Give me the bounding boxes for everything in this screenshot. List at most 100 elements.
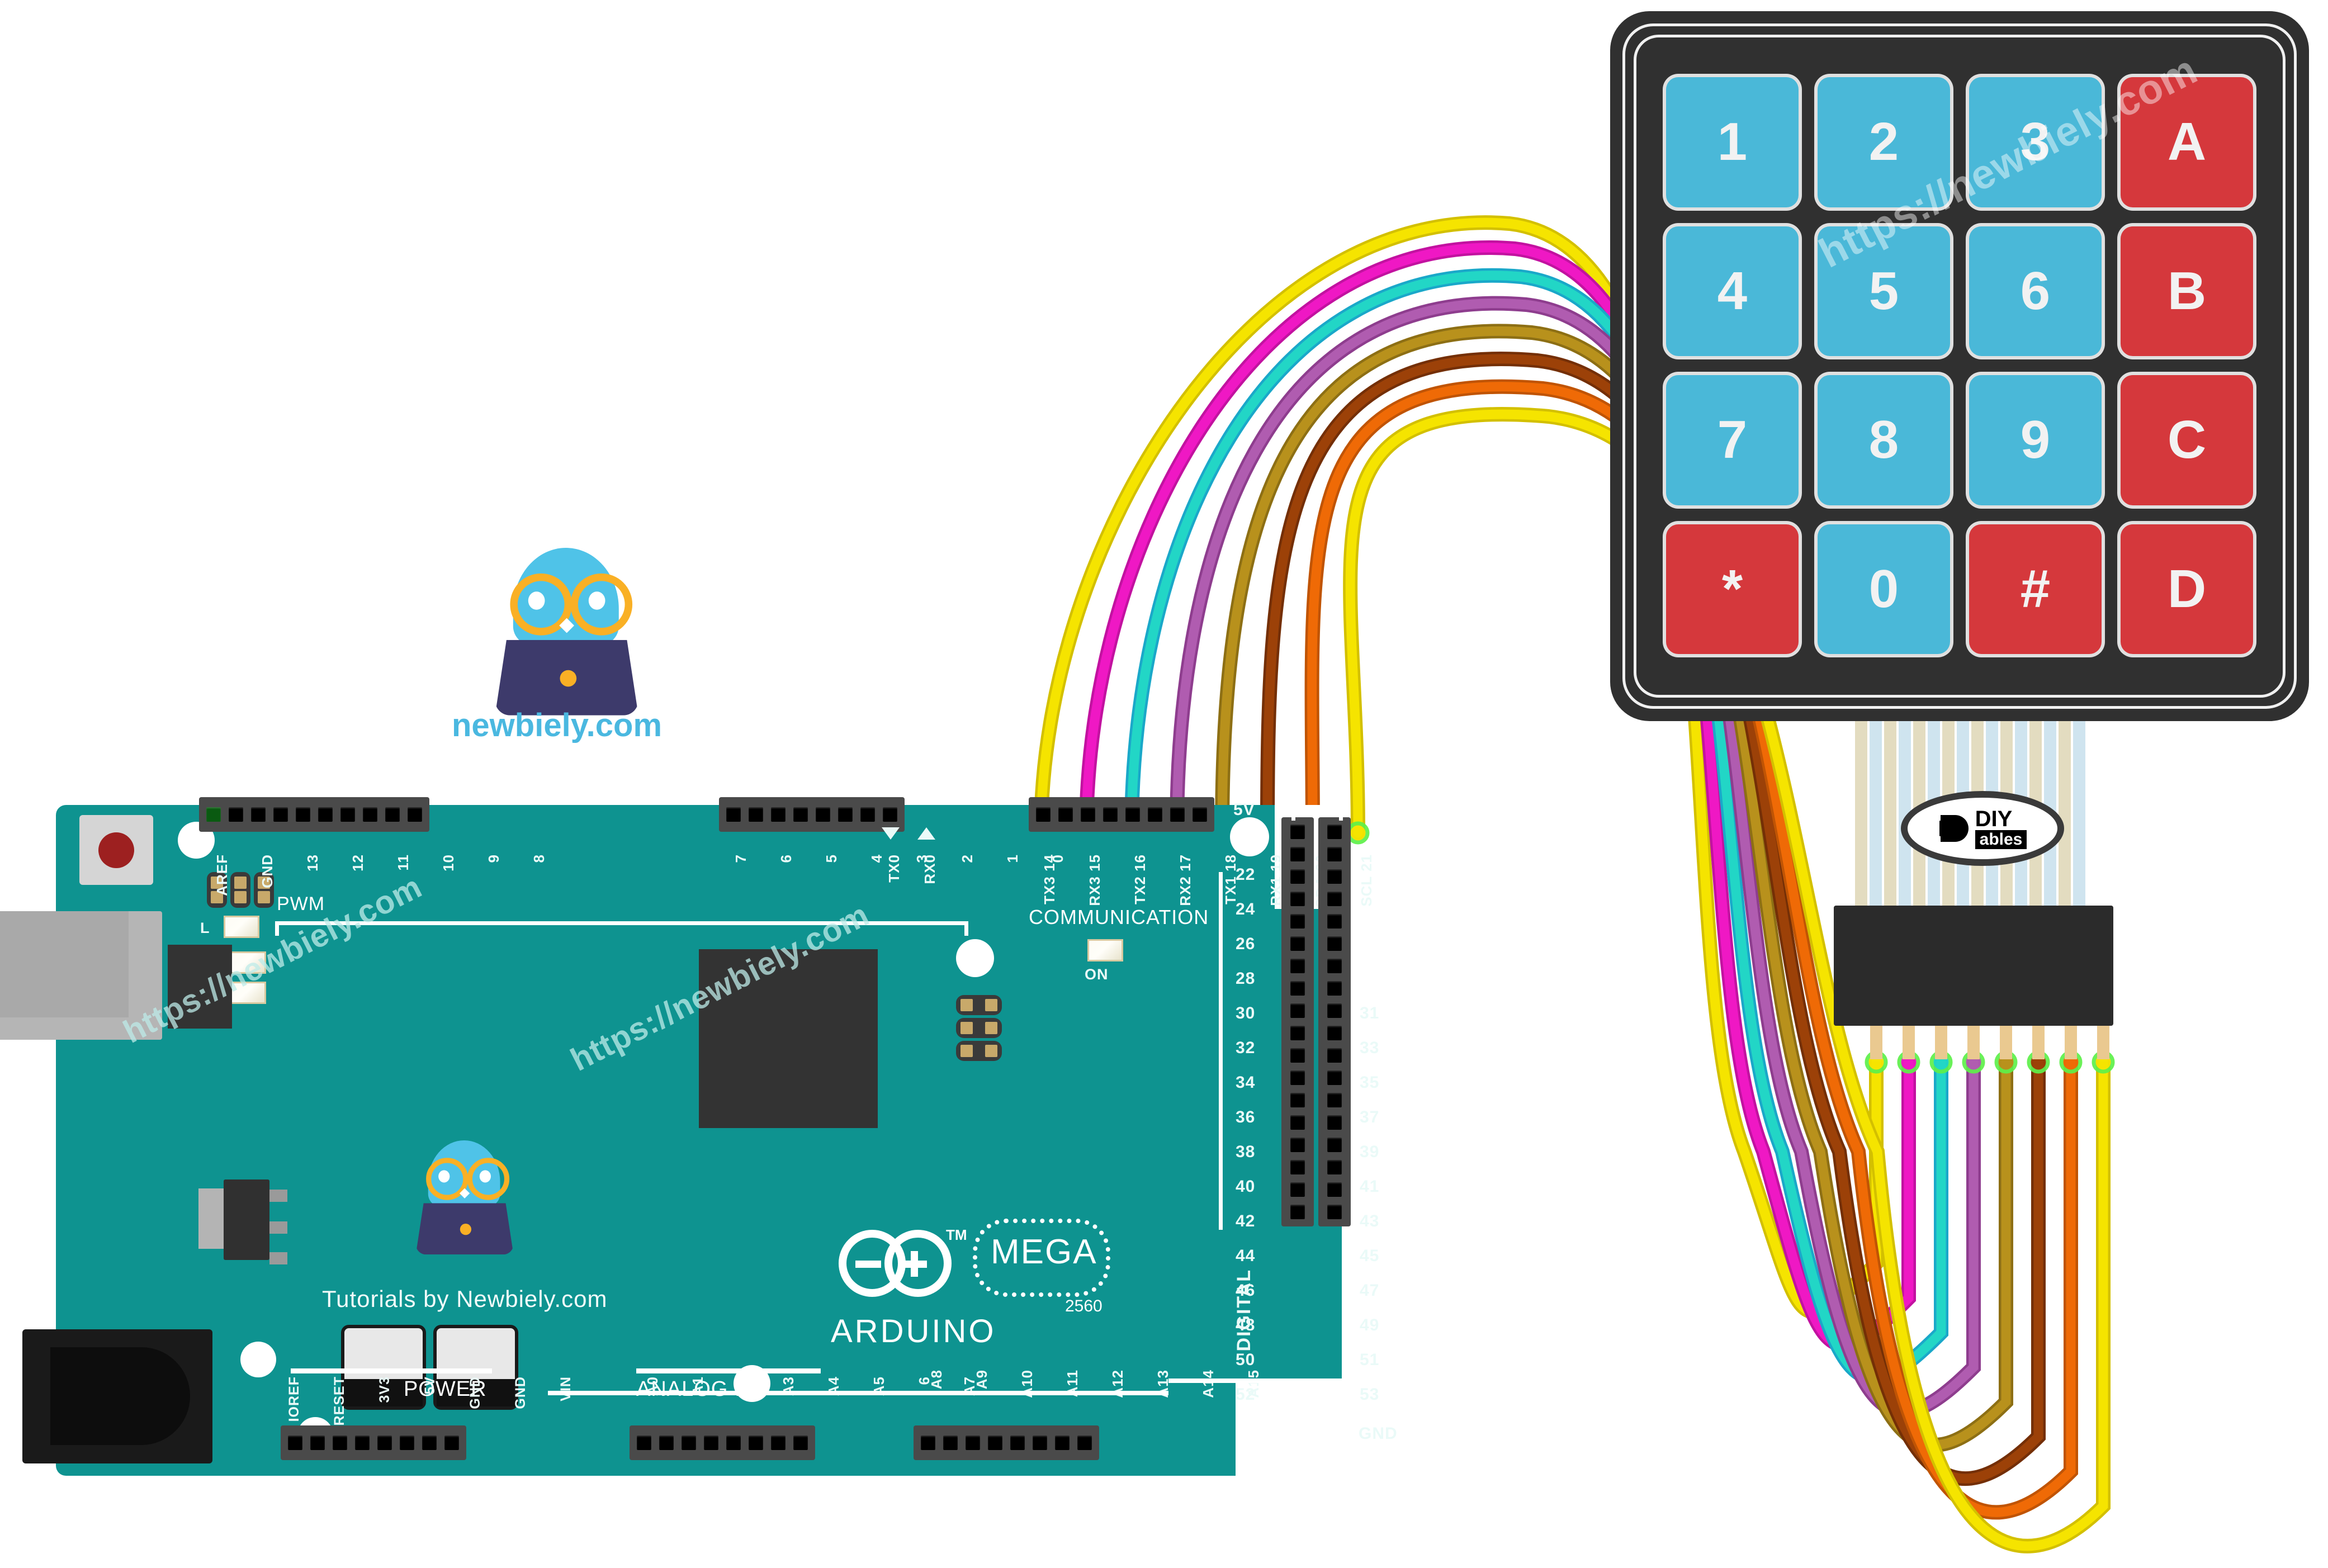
analog-b-pin-7[interactable] xyxy=(1055,1436,1070,1450)
reset-button[interactable] xyxy=(79,815,153,885)
digital-odd-pin-11[interactable] xyxy=(1327,1048,1342,1063)
digital-odd-pin-10[interactable] xyxy=(1327,1026,1342,1040)
digital-even-pin-9[interactable] xyxy=(1290,1003,1305,1018)
digital-odd-pin-7[interactable] xyxy=(1327,959,1342,973)
keypad-key-hash[interactable]: # xyxy=(1969,524,2102,654)
digital-odd-pin-1[interactable] xyxy=(1327,825,1342,839)
digital-aref-pin-6[interactable] xyxy=(318,807,333,822)
digital-even-pin-18[interactable] xyxy=(1290,1205,1305,1219)
digital-odd-pin-8[interactable] xyxy=(1327,981,1342,996)
digital-aref-pin-3[interactable] xyxy=(251,807,266,822)
digital-even-pin-16[interactable] xyxy=(1290,1160,1305,1174)
keypad-key-3[interactable]: 3 xyxy=(1969,77,2102,207)
keypad-key-star[interactable]: * xyxy=(1666,524,1799,654)
digital-header-7-0[interactable] xyxy=(719,797,905,832)
keypad-key-8[interactable]: 8 xyxy=(1818,375,1950,505)
digital-aref-pin-4[interactable] xyxy=(273,807,288,822)
digital-odd-pin-16[interactable] xyxy=(1327,1160,1342,1174)
digital-7-0-pin-7[interactable] xyxy=(860,807,875,822)
digital-7-0-pin-5[interactable] xyxy=(816,807,830,822)
digital-even-pin-15[interactable] xyxy=(1290,1138,1305,1152)
digital-7-0-pin-2[interactable] xyxy=(749,807,763,822)
analog-header-a8-a15[interactable] xyxy=(914,1425,1099,1460)
digital-even-pin-2[interactable] xyxy=(1290,847,1305,861)
power-pin-3[interactable] xyxy=(333,1436,347,1450)
digital-odd-pin-12[interactable] xyxy=(1327,1070,1342,1085)
digital-even-pin-4[interactable] xyxy=(1290,892,1305,906)
analog-a-pin-4[interactable] xyxy=(704,1436,718,1450)
digital-aref-pin-1[interactable] xyxy=(206,807,221,822)
icsp-header[interactable] xyxy=(956,995,1002,1061)
analog-a-pin-3[interactable] xyxy=(682,1436,696,1450)
keypad-key-C[interactable]: C xyxy=(2121,375,2253,505)
power-pin-7[interactable] xyxy=(422,1436,437,1450)
digital-odd-pin-4[interactable] xyxy=(1327,892,1342,906)
digital-aref-pin-10[interactable] xyxy=(408,807,422,822)
digital-even-pin-10[interactable] xyxy=(1290,1026,1305,1040)
keypad-key-2[interactable]: 2 xyxy=(1818,77,1950,207)
icsp2-header[interactable] xyxy=(207,872,274,908)
analog-b-pin-2[interactable] xyxy=(943,1436,958,1450)
digital-even-pin-8[interactable] xyxy=(1290,981,1305,996)
analog-a-pin-6[interactable] xyxy=(749,1436,763,1450)
digital-aref-pin-8[interactable] xyxy=(363,807,377,822)
digital-odd-pin-9[interactable] xyxy=(1327,1003,1342,1018)
comm-pin-3[interactable] xyxy=(1081,807,1095,822)
digital-aref-pin-2[interactable] xyxy=(229,807,243,822)
digital-7-0-pin-6[interactable] xyxy=(838,807,853,822)
digital-odd-pin-14[interactable] xyxy=(1327,1115,1342,1130)
digital-7-0-pin-3[interactable] xyxy=(771,807,786,822)
digital-even-pin-5[interactable] xyxy=(1290,914,1305,929)
digital-odd-pin-13[interactable] xyxy=(1327,1093,1342,1107)
reset-button-cap[interactable] xyxy=(98,832,134,868)
keypad-key-A[interactable]: A xyxy=(2121,77,2253,207)
power-pin-8[interactable] xyxy=(444,1436,459,1450)
comm-pin-7[interactable] xyxy=(1170,807,1185,822)
digital-even-pin-1[interactable] xyxy=(1290,825,1305,839)
digital-7-0-pin-4[interactable] xyxy=(793,807,808,822)
analog-a-pin-8[interactable] xyxy=(793,1436,808,1450)
keypad-key-D[interactable]: D xyxy=(2121,524,2253,654)
keypad-key-0[interactable]: 0 xyxy=(1818,524,1950,654)
digital-even-pin-14[interactable] xyxy=(1290,1115,1305,1130)
digital-even-pin-12[interactable] xyxy=(1290,1070,1305,1085)
comm-pin-6[interactable] xyxy=(1148,807,1162,822)
power-pin-5[interactable] xyxy=(377,1436,392,1450)
digital-aref-pin-7[interactable] xyxy=(340,807,355,822)
analog-b-pin-3[interactable] xyxy=(966,1436,980,1450)
comm-pin-4[interactable] xyxy=(1103,807,1118,822)
digital-odd-pin-3[interactable] xyxy=(1327,869,1342,884)
digital-odd-pin-6[interactable] xyxy=(1327,936,1342,951)
comm-pin-5[interactable] xyxy=(1125,807,1140,822)
digital-even-pin-7[interactable] xyxy=(1290,959,1305,973)
keypad-key-4[interactable]: 4 xyxy=(1666,226,1799,356)
digital-odd-pin-15[interactable] xyxy=(1327,1138,1342,1152)
keypad-key-B[interactable]: B xyxy=(2121,226,2253,356)
comm-pin-2[interactable] xyxy=(1058,807,1073,822)
analog-b-pin-6[interactable] xyxy=(1033,1436,1047,1450)
digital-even-pin-13[interactable] xyxy=(1290,1093,1305,1107)
digital-7-0-pin-1[interactable] xyxy=(726,807,741,822)
digital-header-odd[interactable] xyxy=(1318,817,1351,1226)
analog-a-pin-7[interactable] xyxy=(771,1436,786,1450)
keypad-key-5[interactable]: 5 xyxy=(1818,226,1950,356)
analog-a-pin-2[interactable] xyxy=(659,1436,674,1450)
digital-header-aref-8[interactable] xyxy=(199,797,429,832)
analog-b-pin-8[interactable] xyxy=(1077,1436,1092,1450)
digital-header-even[interactable] xyxy=(1281,817,1314,1226)
comm-pin-1[interactable] xyxy=(1036,807,1051,822)
digital-odd-pin-18[interactable] xyxy=(1327,1205,1342,1219)
digital-even-pin-6[interactable] xyxy=(1290,936,1305,951)
analog-a-pin-5[interactable] xyxy=(726,1436,741,1450)
digital-7-0-pin-8[interactable] xyxy=(883,807,897,822)
keypad-key-7[interactable]: 7 xyxy=(1666,375,1799,505)
keypad-key-6[interactable]: 6 xyxy=(1969,226,2102,356)
communication-header-14-21[interactable] xyxy=(1029,797,1214,832)
digital-aref-pin-5[interactable] xyxy=(296,807,310,822)
keypad-key-1[interactable]: 1 xyxy=(1666,77,1799,207)
analog-b-pin-4[interactable] xyxy=(988,1436,1002,1450)
analog-b-pin-1[interactable] xyxy=(921,1436,935,1450)
power-header[interactable] xyxy=(281,1425,466,1460)
